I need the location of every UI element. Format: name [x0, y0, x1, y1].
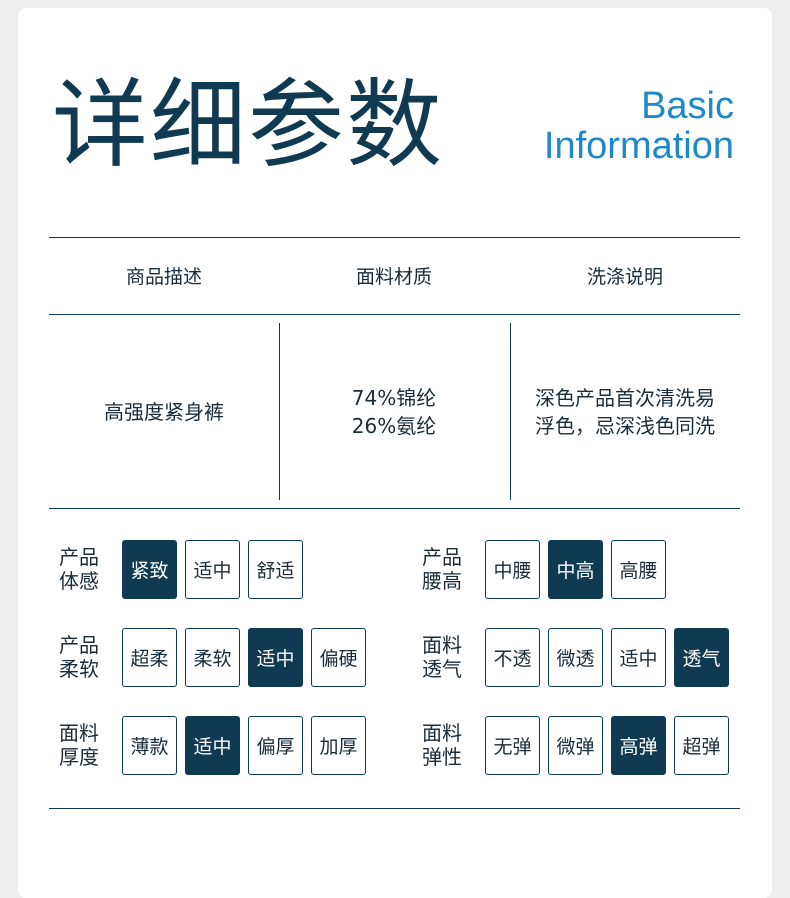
attribute-label-line: 弹性: [422, 745, 462, 769]
option-selected[interactable]: 中高: [548, 540, 603, 599]
attribute-label: 面料透气: [422, 633, 472, 681]
description-text: 高强度紧身裤: [104, 399, 224, 424]
option-selected[interactable]: 透气: [674, 628, 729, 687]
divider-table-bottom: [49, 508, 740, 509]
attribute-label-line: 面料: [422, 721, 462, 745]
option[interactable]: 微弹: [548, 716, 603, 775]
attribute-label-line: 透气: [422, 657, 462, 681]
subtitle-line-2: Information: [543, 125, 734, 167]
column-divider-1: [279, 323, 280, 500]
option[interactable]: 超柔: [122, 628, 177, 687]
attribute-label-line: 体感: [59, 569, 99, 593]
option[interactable]: 微透: [548, 628, 603, 687]
cell-description: 高强度紧身裤: [49, 323, 279, 500]
option-selected[interactable]: 紧致: [122, 540, 177, 599]
option[interactable]: 偏厚: [248, 716, 303, 775]
washing-line-1: 深色产品首次清洗易: [535, 385, 715, 410]
option-selected[interactable]: 高弹: [611, 716, 666, 775]
option[interactable]: 加厚: [311, 716, 366, 775]
attribute-label-line: 面料: [422, 633, 462, 657]
option[interactable]: 无弹: [485, 716, 540, 775]
attribute-label: 面料弹性: [422, 721, 472, 769]
cell-washing: 深色产品首次清洗易 浮色，忌深浅色同洗: [510, 323, 740, 500]
attribute-label-line: 面料: [59, 721, 99, 745]
column-divider-2: [510, 323, 511, 500]
material-line-2: 26%氨纶: [351, 413, 437, 438]
attribute-label: 产品腰高: [422, 545, 472, 593]
attribute-label: 面料厚度: [59, 721, 109, 769]
attribute-label-line: 腰高: [422, 569, 462, 593]
option[interactable]: 偏硬: [311, 628, 366, 687]
option[interactable]: 超弹: [674, 716, 729, 775]
attribute-label-line: 产品: [59, 545, 99, 569]
option[interactable]: 适中: [611, 628, 666, 687]
option-selected[interactable]: 适中: [185, 716, 240, 775]
option[interactable]: 不透: [485, 628, 540, 687]
cell-material: 74%锦纶 26%氨纶: [279, 323, 509, 500]
divider-header: [49, 314, 740, 315]
option[interactable]: 薄款: [122, 716, 177, 775]
option[interactable]: 舒适: [248, 540, 303, 599]
column-header-washing: 洗涤说明: [586, 266, 663, 288]
attribute-label: 产品体感: [59, 545, 109, 593]
washing-line-2: 浮色，忌深浅色同洗: [535, 413, 715, 438]
attribute-label: 产品柔软: [59, 633, 109, 681]
attribute-label-line: 柔软: [59, 657, 99, 681]
attribute-label-line: 厚度: [59, 745, 99, 769]
divider-bottom: [49, 808, 740, 809]
divider-top: [49, 237, 740, 238]
option[interactable]: 适中: [185, 540, 240, 599]
option-selected[interactable]: 适中: [248, 628, 303, 687]
option[interactable]: 柔软: [185, 628, 240, 687]
attribute-label-line: 产品: [422, 545, 462, 569]
subtitle-line-1: Basic: [641, 85, 734, 127]
material-line-1: 74%锦纶: [351, 385, 437, 410]
page-title: 详细参数: [52, 69, 444, 181]
page-subtitle: Basic Information: [544, 86, 734, 166]
column-header-description: 商品描述: [125, 266, 202, 288]
option[interactable]: 高腰: [611, 540, 666, 599]
column-header-material: 面料材质: [355, 266, 432, 288]
attribute-label-line: 产品: [59, 633, 99, 657]
option[interactable]: 中腰: [485, 540, 540, 599]
